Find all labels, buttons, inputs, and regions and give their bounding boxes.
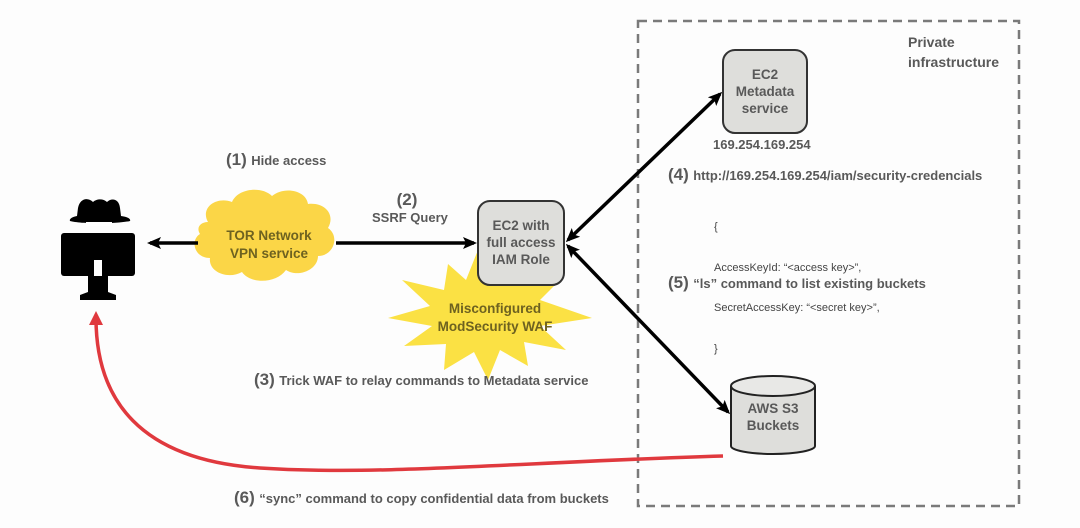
step-2-label: (2) SSRF Query bbox=[372, 190, 448, 225]
code-line: { bbox=[714, 221, 718, 233]
step-5-number: (5) bbox=[668, 273, 689, 292]
step-1-text: Hide access bbox=[251, 153, 327, 168]
ec2-iam-line3: IAM Role bbox=[492, 252, 550, 267]
metadata-line1: EC2 bbox=[751, 67, 779, 82]
step-4-url: http://169.254.169.254/iam/security-cred… bbox=[693, 168, 983, 183]
arrow-ec2-metadata bbox=[565, 91, 723, 243]
arrow-ec2-s3 bbox=[565, 243, 731, 415]
tor-network-label: TOR Network VPN service bbox=[214, 227, 324, 263]
hacker-at-computer-icon bbox=[61, 199, 135, 300]
metadata-service-label: EC2 Metadata service bbox=[723, 66, 807, 117]
code-line: SecretAccessKey: “<secret key>”, bbox=[714, 302, 880, 314]
tor-network-cloud bbox=[194, 189, 335, 281]
private-label-line2: infrastructure bbox=[908, 54, 1000, 70]
step-6-label: (6) “sync” command to copy confidential … bbox=[234, 488, 609, 508]
metadata-ip: 169.254.169.254 bbox=[713, 137, 811, 152]
s3-line2: Buckets bbox=[746, 418, 800, 433]
s3-buckets-label: AWS S3 Buckets bbox=[731, 400, 815, 434]
private-label-line1: Private bbox=[908, 34, 955, 50]
step-5-text: “ls” command to list existing buckets bbox=[693, 276, 926, 291]
tor-line1: TOR Network bbox=[226, 228, 312, 243]
metadata-line2: Metadata bbox=[735, 84, 795, 99]
step-4-label: (4) http://169.254.169.254/iam/security-… bbox=[668, 165, 982, 185]
step-3-text: Trick WAF to relay commands to Metadata … bbox=[279, 373, 589, 388]
private-infrastructure-label: Private infrastructure bbox=[908, 32, 999, 72]
tor-line2: VPN service bbox=[229, 246, 309, 261]
ec2-iam-line1: EC2 with bbox=[492, 218, 550, 233]
step-5-label: (5) “ls” command to list existing bucket… bbox=[668, 273, 926, 293]
credentials-json-block: { AccessKeyId: “<access key>”, SecretAcc… bbox=[714, 194, 880, 370]
code-line: } bbox=[714, 342, 718, 355]
step-6-number: (6) bbox=[234, 488, 255, 507]
waf-label: Misconfigured ModSecurity WAF bbox=[430, 300, 560, 336]
step-2-text: SSRF Query bbox=[372, 210, 448, 225]
waf-line2: ModSecurity WAF bbox=[437, 319, 553, 334]
step-1-label: (1) Hide access bbox=[226, 150, 326, 170]
ec2-iam-line2: full access bbox=[486, 235, 556, 250]
s3-line1: AWS S3 bbox=[747, 401, 799, 416]
metadata-line3: service bbox=[741, 101, 789, 116]
waf-line1: Misconfigured bbox=[448, 301, 542, 316]
step-6-text: “sync” command to copy confidential data… bbox=[259, 491, 609, 506]
ec2-metadata-box bbox=[722, 49, 808, 134]
step-4-number: (4) bbox=[668, 165, 689, 184]
step-3-label: (3) Trick WAF to relay commands to Metad… bbox=[254, 370, 588, 390]
exfiltration-arrow bbox=[89, 311, 724, 473]
s3-buckets-cylinder bbox=[730, 375, 816, 455]
step-3-number: (3) bbox=[254, 370, 275, 389]
step-1-number: (1) bbox=[226, 150, 247, 169]
code-line: AccessKeyId: “<access key>”, bbox=[714, 261, 862, 274]
ec2-iam-role-label: EC2 with full access IAM Role bbox=[478, 217, 564, 268]
step-2-number: (2) bbox=[396, 190, 418, 209]
ec2-iam-role-box bbox=[477, 200, 565, 286]
